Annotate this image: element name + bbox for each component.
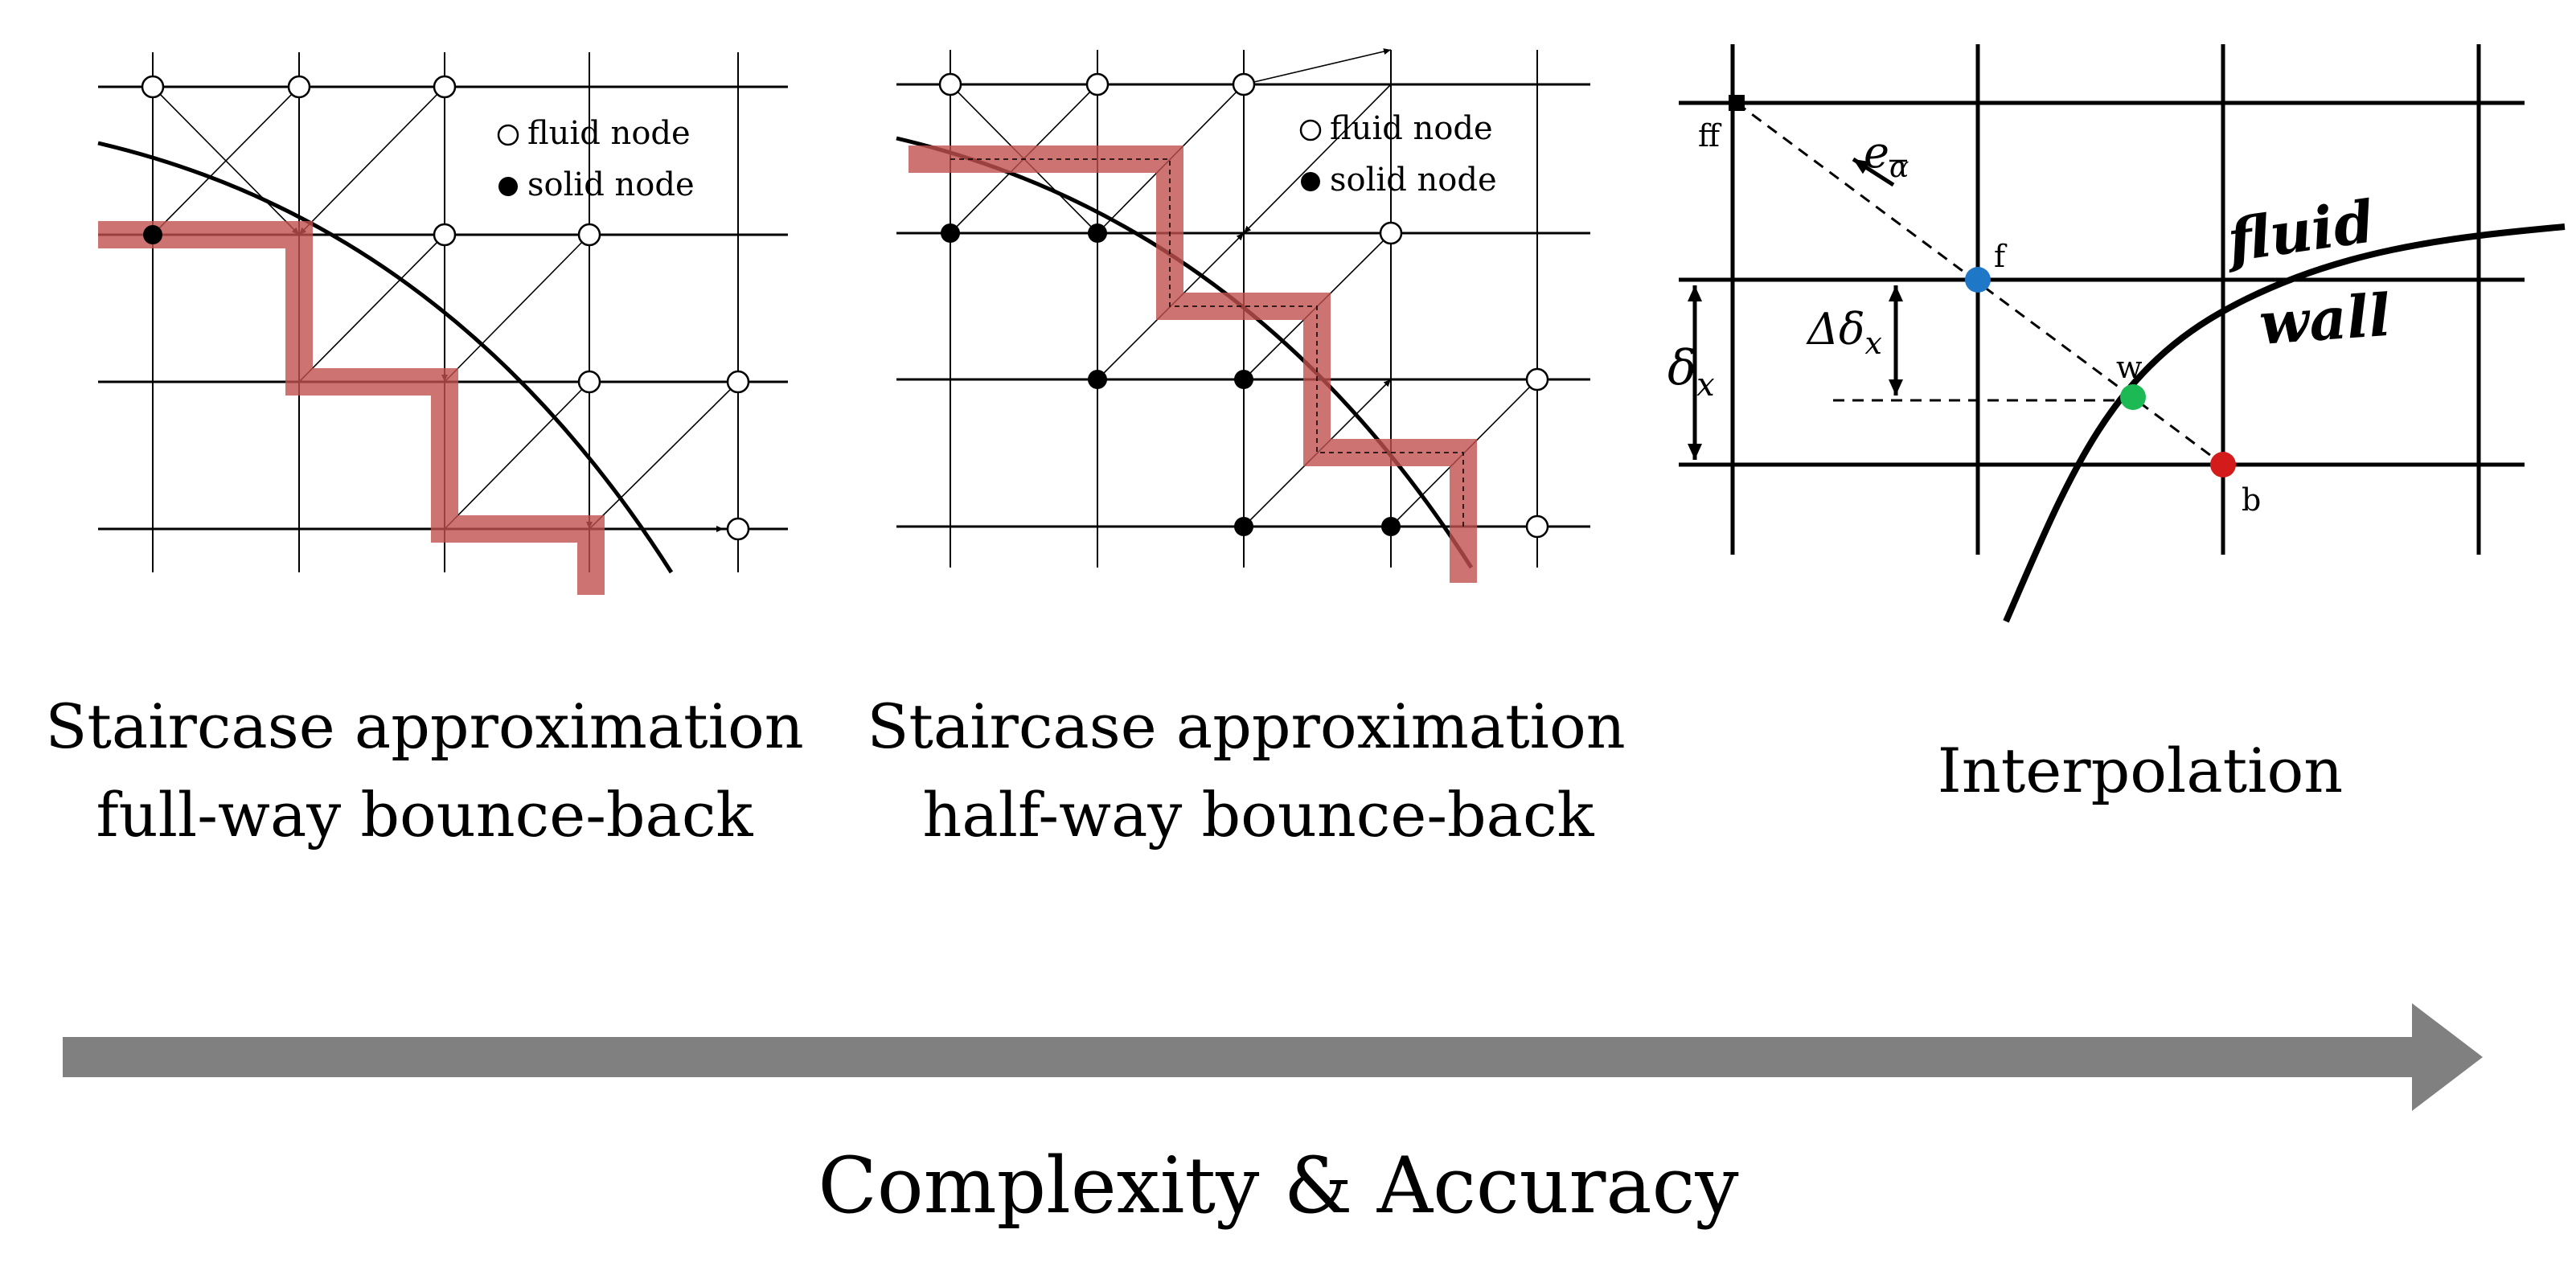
legend-solid-label: solid node <box>527 166 695 203</box>
arrow-head <box>2412 1003 2483 1111</box>
node-ff-marker <box>1729 95 1745 111</box>
staircase-boundary <box>98 221 605 595</box>
label-e-sub: α <box>1889 151 1909 184</box>
axis-label: Complexity & Accuracy <box>818 1141 1738 1231</box>
solid-nodes <box>941 223 1401 536</box>
fluid-nodes <box>938 72 1549 539</box>
arrow-shaft <box>63 1037 2418 1077</box>
legend-fluid-label: fluid node <box>527 115 691 152</box>
label-w: w <box>2116 350 2143 385</box>
velocity-arrows <box>150 86 739 532</box>
node-w <box>2120 384 2146 410</box>
panel-full-way: fluid node solid node Staircase approxim… <box>45 52 804 850</box>
caption-half-way-line2: half-way bounce-back <box>922 779 1594 850</box>
label-ff: ff <box>1698 118 1722 154</box>
caption-half-way-line1: Staircase approximation <box>867 691 1625 762</box>
caption-full-way-line1: Staircase approximation <box>45 691 803 762</box>
legend-fluid-label: fluid node <box>1330 110 1493 147</box>
node-legend: fluid node solid node <box>1299 110 1497 199</box>
label-delta-delta-x-symbol: Δδ <box>1806 304 1865 355</box>
label-delta-x-sub: x <box>1696 367 1715 404</box>
label-e-alpha: eα <box>1864 127 1909 184</box>
label-b: b <box>2242 482 2261 518</box>
label-e: e <box>1864 127 1889 178</box>
legend-solid-label: solid node <box>1330 162 1497 199</box>
label-delta-x: δx <box>1667 340 1715 404</box>
complexity-arrow <box>63 1003 2483 1111</box>
wall-curve <box>2003 223 2566 623</box>
node-legend: fluid node solid node <box>497 115 695 203</box>
label-wall: wall <box>2257 281 2393 358</box>
label-f: f <box>1994 239 2008 274</box>
panel-interpolation: ff f w b eα δx Δδx fluid wall Interpolat… <box>1667 44 2566 806</box>
wall-curve <box>896 136 1474 569</box>
label-delta-x-symbol: δ <box>1667 340 1696 396</box>
midpoint-markers <box>950 158 1464 527</box>
label-delta-delta-x: Δδx <box>1806 304 1882 361</box>
caption-interpolation: Interpolation <box>1938 735 2343 806</box>
fluid-nodes <box>141 75 750 541</box>
wall-curve <box>97 141 674 574</box>
node-f <box>1965 267 1991 293</box>
solid-nodes <box>143 225 162 244</box>
panel-half-way: fluid node solid node Staircase approxim… <box>867 48 1626 850</box>
grid-lines <box>1679 44 2525 555</box>
label-delta-delta-x-sub: x <box>1865 326 1882 361</box>
staircase-boundary <box>909 146 1477 583</box>
direction-arrow <box>1852 157 1895 187</box>
node-b <box>2210 452 2236 478</box>
caption-full-way-line2: full-way bounce-back <box>96 779 754 850</box>
